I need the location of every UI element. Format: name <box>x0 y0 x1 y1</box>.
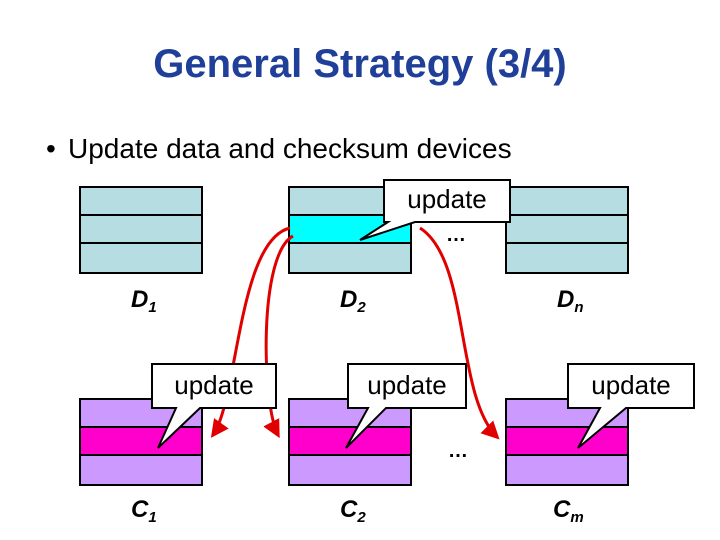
slide-title: General Strategy (3/4) <box>153 42 567 86</box>
ellipsis-top: … <box>446 224 467 246</box>
label-c2: C2 <box>340 496 366 526</box>
device-row <box>81 216 201 244</box>
device-row-updated <box>290 428 410 456</box>
label-d1: D1 <box>131 286 157 316</box>
device-row <box>290 456 410 484</box>
bullet-text: Update data and checksum devices <box>68 133 512 164</box>
data-device-d1 <box>79 186 203 274</box>
device-row-updated <box>81 428 201 456</box>
callout-c1-update-text: update <box>174 370 254 400</box>
checksum-device-c2 <box>288 398 412 486</box>
device-row <box>507 400 627 428</box>
device-row <box>507 216 627 244</box>
label-d2: D2 <box>340 286 366 316</box>
callout-data-update-text: update <box>407 184 487 214</box>
data-device-d2 <box>288 186 412 274</box>
label-cm: Cm <box>553 496 584 526</box>
device-row-updated <box>507 428 627 456</box>
arrow-to-cm <box>419 226 500 440</box>
device-row-updated <box>290 216 410 244</box>
device-row <box>507 188 627 216</box>
bullet-item: • Update data and checksum devices <box>46 133 512 165</box>
device-row <box>81 456 201 484</box>
device-row <box>290 400 410 428</box>
device-row <box>290 244 410 272</box>
device-row <box>81 244 201 272</box>
data-device-dn <box>505 186 629 274</box>
callout-c2-update-text: update <box>367 370 447 400</box>
device-row <box>81 400 201 428</box>
checksum-device-c1 <box>79 398 203 486</box>
arrow-to-c1 <box>210 226 291 438</box>
device-row <box>507 456 627 484</box>
device-row <box>81 188 201 216</box>
bullet-marker: • <box>46 133 56 164</box>
label-dn: Dn <box>557 286 584 316</box>
checksum-device-cm <box>505 398 629 486</box>
callout-cm-update-text: update <box>591 370 671 400</box>
label-c1: C1 <box>131 496 157 526</box>
ellipsis-bottom: … <box>448 440 469 462</box>
device-row <box>507 244 627 272</box>
